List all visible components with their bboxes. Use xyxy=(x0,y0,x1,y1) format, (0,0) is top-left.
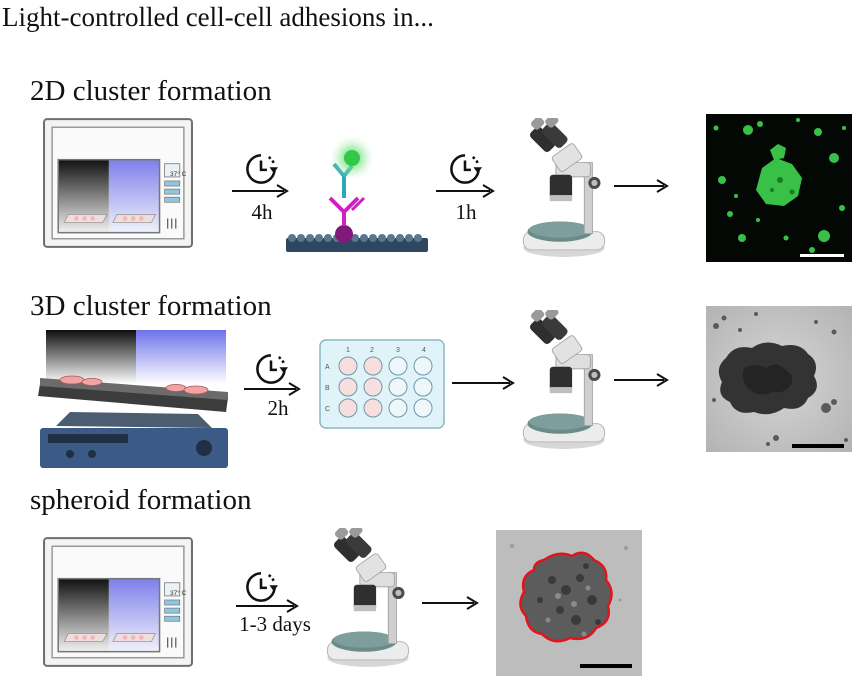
row-label-2d: 2D cluster formation xyxy=(30,75,272,107)
arrow-head xyxy=(466,596,479,610)
fluorescence-micrograph xyxy=(706,114,852,262)
microscope-icon xyxy=(326,528,410,668)
well-row-label: B xyxy=(325,385,330,392)
well-col-label: 3 xyxy=(396,347,400,354)
well-col-label: 1 xyxy=(346,347,350,354)
figure-title: Light-controlled cell-cell adhesions in.… xyxy=(2,2,434,32)
arrow-head xyxy=(288,382,301,396)
time-label-2h: 2h xyxy=(267,396,289,420)
well-plate-icon: 1 2 3 4 A B C xyxy=(319,339,445,429)
incubator-icon xyxy=(42,537,194,667)
well-row-label: A xyxy=(325,364,330,371)
incubator-temp-label: 37° C xyxy=(170,170,187,178)
time-label-1h: 1h xyxy=(455,200,477,224)
arrow-head xyxy=(656,179,669,193)
well-row-label: C xyxy=(325,406,330,413)
clock-icon xyxy=(246,572,278,602)
brightfield-micrograph-3d xyxy=(706,306,852,452)
row-label-spheroid: spheroid formation xyxy=(30,484,252,516)
arrow-head xyxy=(482,184,495,198)
shaker-icon xyxy=(38,330,228,468)
incubator-temp-label: 37° C xyxy=(170,589,187,597)
arrow-head xyxy=(502,376,515,390)
well-col-label: 2 xyxy=(370,347,374,354)
time-label-4h: 4h xyxy=(251,200,273,224)
arrow-head xyxy=(656,373,669,387)
well-col-label: 4 xyxy=(422,347,426,354)
incubator-icon xyxy=(42,118,194,248)
microscope-icon xyxy=(522,118,606,258)
microscope-icon xyxy=(522,310,606,450)
clock-icon xyxy=(256,354,288,384)
time-label-1-3-days: 1-3 days xyxy=(239,612,311,636)
arrow-head xyxy=(286,599,299,613)
clock-icon xyxy=(450,154,482,184)
spheroid-micrograph xyxy=(496,530,642,676)
antibody-surface-icon xyxy=(286,136,428,252)
arrow-head xyxy=(276,184,289,198)
clock-icon xyxy=(246,154,278,184)
row-label-3d: 3D cluster formation xyxy=(30,290,272,322)
